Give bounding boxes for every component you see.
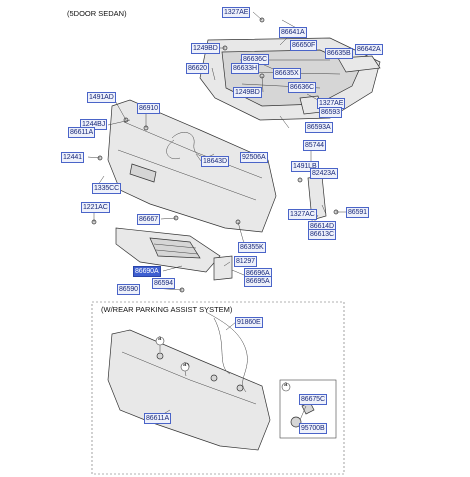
part-label-1491AD[interactable]: 1491AD [87,92,116,103]
part-label-86667[interactable]: 86667 [137,214,160,225]
rear-bumper-cover [107,99,277,233]
part-label-81297[interactable]: 81297 [234,256,257,267]
part-label-86611A-upper[interactable]: 86611A [68,127,96,138]
part-label-86642A[interactable]: 86642A [355,44,383,55]
part-label-85744[interactable]: 85744 [303,140,326,151]
bumper-bracket-right [337,55,381,73]
part-label-86650F[interactable]: 86650F [290,40,318,51]
part-label-82423A[interactable]: 82423A [310,168,338,179]
bumper-cover-with-sensors [107,329,271,451]
part-label-12441[interactable]: 12441 [61,152,84,163]
part-label-1249BD-upper[interactable]: 1249BD [191,43,220,54]
bumper-undercover [115,227,221,273]
part-label-1327AC[interactable]: 1327AC [288,209,317,220]
part-label-92506A[interactable]: 92506A [240,152,268,163]
part-label-91860E[interactable]: 91860E [235,317,263,328]
part-label-86641A[interactable]: 86641A [279,27,307,38]
part-label-95700B[interactable]: 95700B [299,423,327,434]
part-label-86355K[interactable]: 86355K [238,242,266,253]
part-label-86635X[interactable]: 86635X [273,68,301,79]
part-label-86613C[interactable]: 86613C [308,229,336,240]
part-label-86611A-lower[interactable]: 86611A [144,413,172,424]
part-label-86593A[interactable]: 86593A [305,122,333,133]
part-label-86591[interactable]: 86591 [346,207,369,218]
sedan-heading: (5DOOR SEDAN) [67,9,127,18]
part-label-18643D[interactable]: 18643D [201,156,229,167]
part-label-1327AE[interactable]: 1327AE [222,7,251,18]
callout-letter-1: a [158,336,162,342]
sensor-wiring [205,311,248,393]
callout-letter-3: a [284,382,288,388]
part-label-86690A[interactable]: 86690A [133,266,161,277]
part-label-86675C[interactable]: 86675C [299,394,327,405]
part-label-1491LB[interactable]: 1491LB [291,161,319,172]
part-label-86620[interactable]: 86620 [186,63,209,74]
part-label-86633H[interactable]: 86633H [231,63,259,74]
part-label-86910[interactable]: 86910 [137,103,160,114]
part-label-1221AC[interactable]: 1221AC [81,202,110,213]
part-label-86636C-lower[interactable]: 86636C [288,82,316,93]
part-label-86593[interactable]: 86593 [319,107,342,118]
callout-letter-2: a [183,362,187,368]
part-label-86590[interactable]: 86590 [117,284,140,295]
part-label-1249BD-lower[interactable]: 1249BD [233,87,262,98]
part-label-1335CC[interactable]: 1335CC [92,183,122,194]
part-label-86635B[interactable]: 86635B [325,48,353,59]
reflector [213,255,233,281]
part-label-86695A[interactable]: 86695A [244,276,272,287]
parking-assist-heading: (W/REAR PARKING ASSIST SYSTEM) [101,305,233,314]
part-label-86594[interactable]: 86594 [152,278,175,289]
parking-assist-box [91,301,345,475]
